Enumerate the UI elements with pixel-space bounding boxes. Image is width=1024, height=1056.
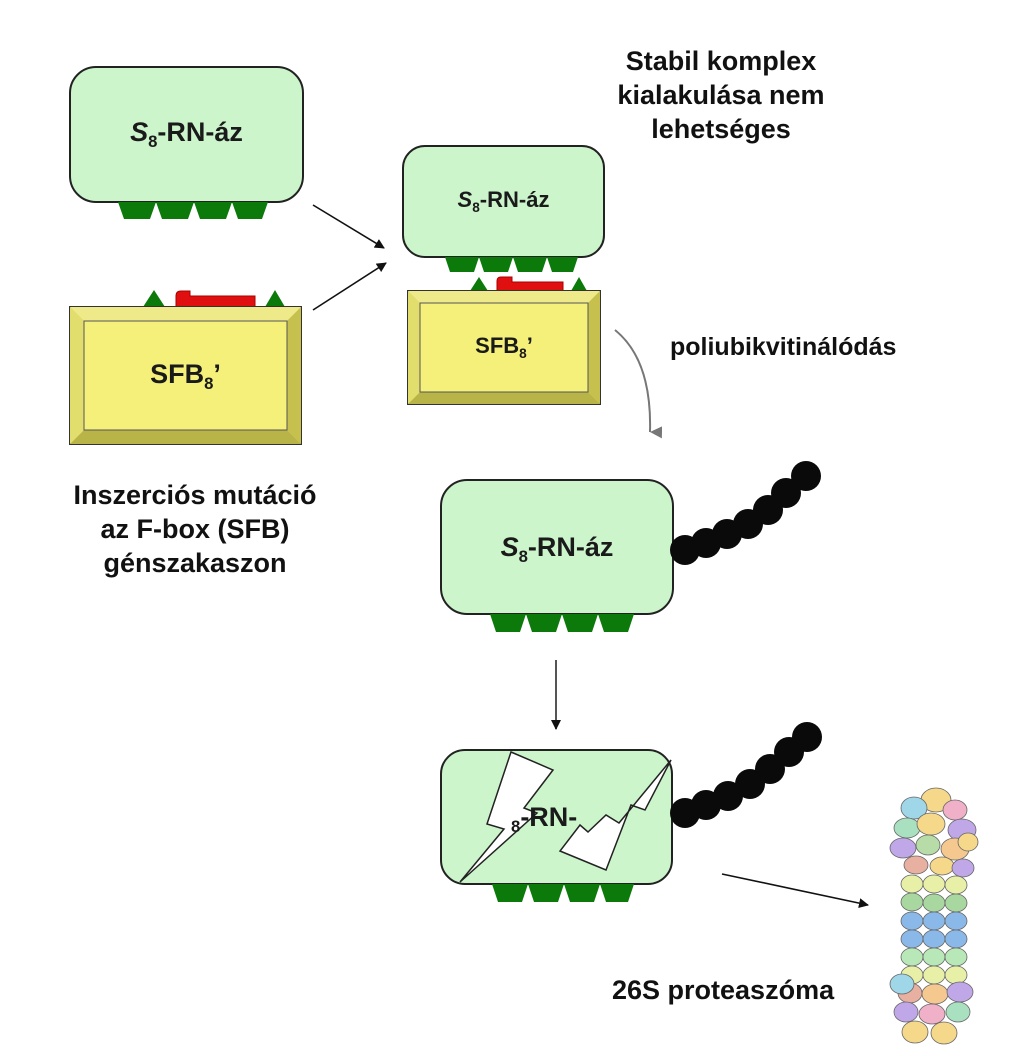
red-insertion-icon xyxy=(175,290,256,308)
ubiquitin-chain xyxy=(670,722,822,828)
stable-complex-note: Stabil komplex kialakulása nem lehetsége… xyxy=(617,46,825,144)
insertion-mutation-note: Inszerciós mutáció az F-box (SFB) génsza… xyxy=(73,480,317,578)
sfb-top-left xyxy=(69,290,302,445)
lightning-icon-left xyxy=(459,750,555,883)
ubiquitinated-rnase-label: S8-RN-áz xyxy=(500,532,614,566)
degraded-rnase xyxy=(440,722,822,902)
proteasome-icon xyxy=(889,787,979,1045)
lightning-icon-right xyxy=(558,759,672,871)
ubiquitin-chain xyxy=(670,461,821,565)
complex-sfb xyxy=(407,276,601,405)
arrow-rnase-to-complex xyxy=(312,204,385,249)
ubiquitinated-rnase xyxy=(440,461,821,632)
polyubiquitination-label: poliubikvitinálódás xyxy=(670,333,897,361)
sfb-triangle-right xyxy=(265,290,285,307)
rnase-label: S8-RN-áz xyxy=(130,117,243,151)
complex-rnase-label: S8-RN-áz xyxy=(457,187,550,215)
rnase-teeth xyxy=(118,202,268,219)
complex-sfb-label: SFB8’ xyxy=(475,333,533,361)
complex-rnase xyxy=(402,145,605,272)
arrow-to-proteasome xyxy=(721,873,869,909)
degraded-rnase-label: 8-RN- xyxy=(511,802,578,836)
arrow-polyubiquitination xyxy=(614,329,663,439)
arrow-sfb-to-complex xyxy=(312,262,387,311)
sfb-label: SFB8’ xyxy=(150,359,221,393)
rnase-top-left xyxy=(69,66,304,219)
proteasome-label: 26S proteaszóma xyxy=(612,975,835,1005)
sfb-inner xyxy=(83,320,288,431)
sfb-triangle-left xyxy=(143,290,165,307)
